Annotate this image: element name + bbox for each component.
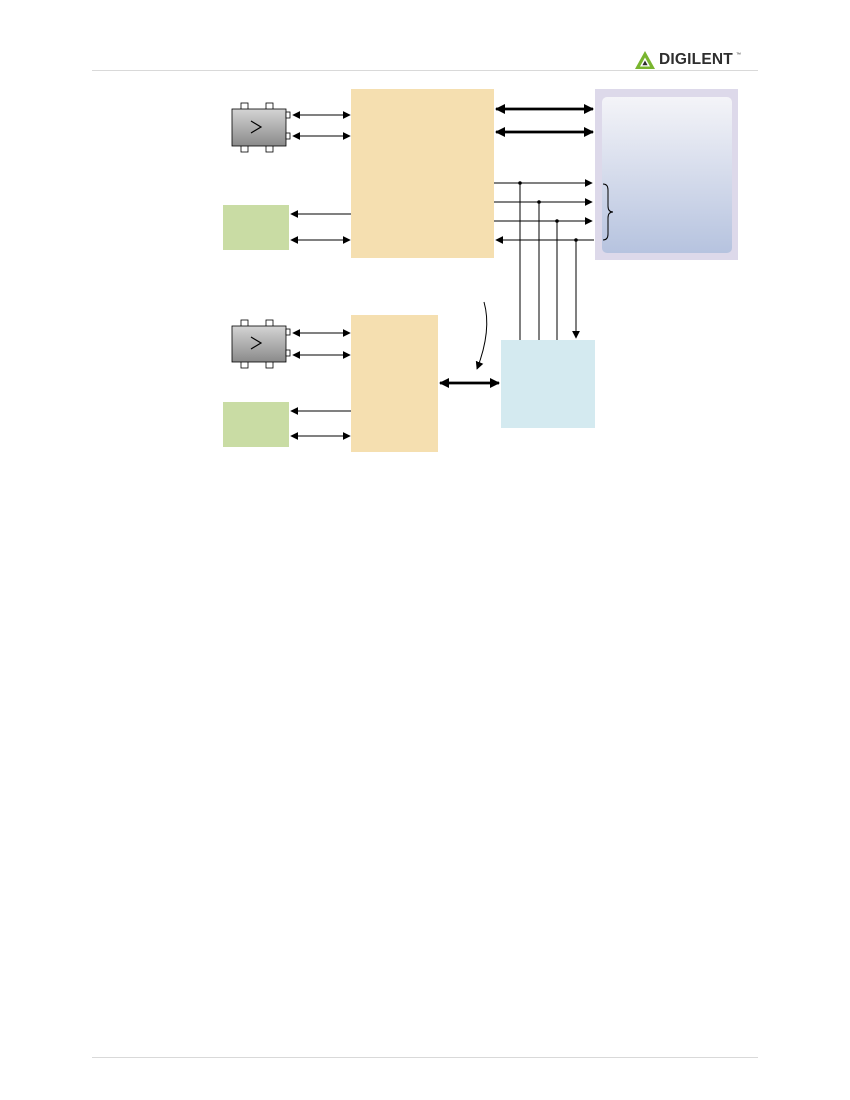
lower-clock-block <box>223 402 289 447</box>
config-taps <box>518 181 580 340</box>
upper-controller-block <box>351 89 494 258</box>
curved-pointer-arrow <box>475 301 488 370</box>
lower-controller-block <box>351 315 438 452</box>
trademark-mark: ™ <box>735 52 741 58</box>
upper-clock-block <box>223 205 289 250</box>
footer-rule <box>92 1057 758 1058</box>
digilent-logo: DIGILENT ™ <box>634 50 741 70</box>
lower-connector-icon <box>231 319 291 369</box>
config-device-block <box>501 340 595 428</box>
block-diagram <box>223 89 738 452</box>
page-header: DIGILENT ™ <box>0 0 850 72</box>
header-rule <box>92 70 758 71</box>
signal-group-brace <box>602 183 614 241</box>
processor-block <box>595 89 738 260</box>
brand-name: DIGILENT <box>659 51 733 68</box>
upper-connector-icon <box>231 102 291 153</box>
digilent-triangle-icon <box>635 51 655 69</box>
